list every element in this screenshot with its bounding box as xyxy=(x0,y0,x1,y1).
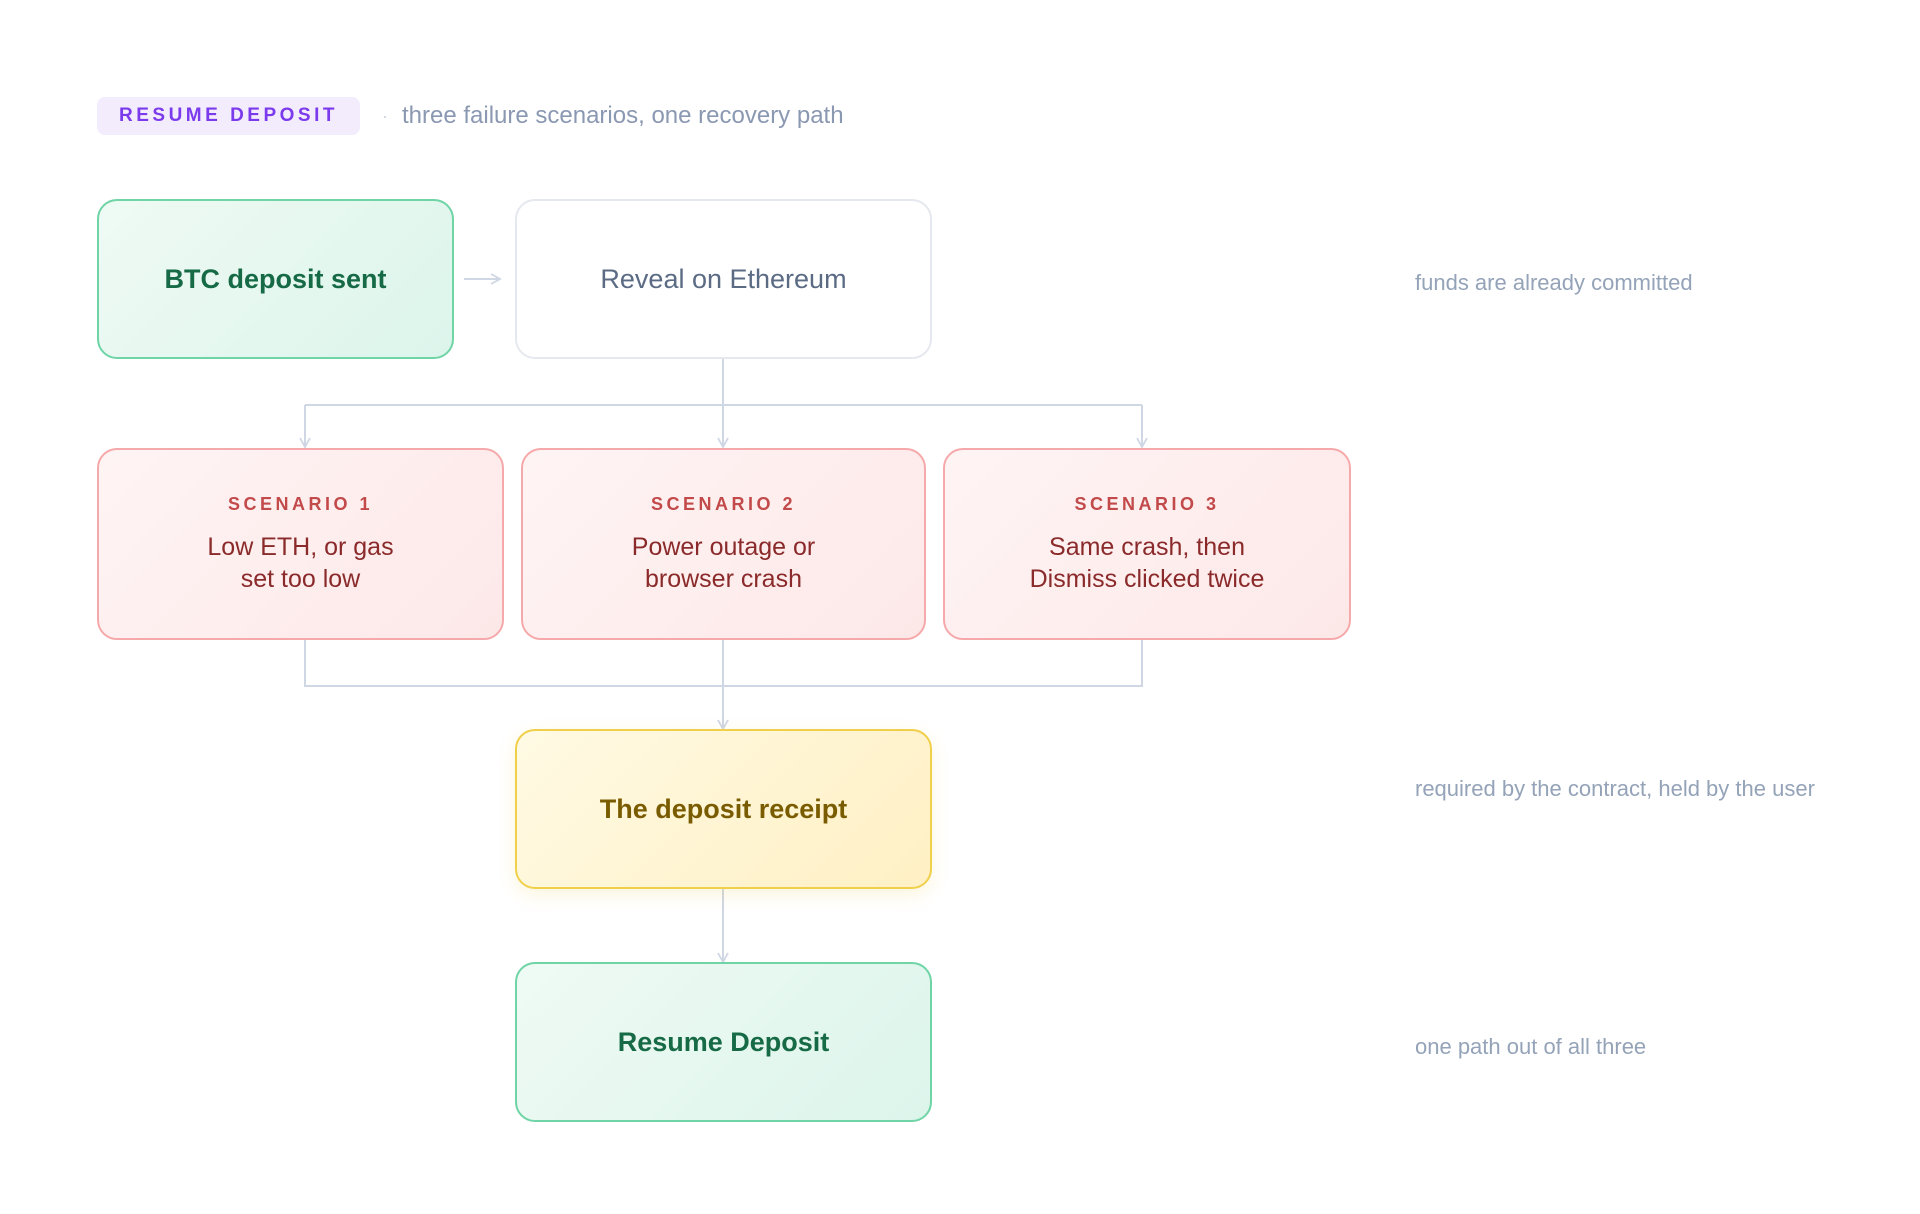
note-one-path: one path out of all three xyxy=(1415,1034,1647,1059)
scenario-text-line-2: set too low xyxy=(240,564,361,593)
scenario-label: SCENARIO 3 xyxy=(1074,493,1220,514)
title-tag: RESUME DEPOSIT xyxy=(97,97,360,135)
note-receipt-required: required by the contract, held by the us… xyxy=(1415,776,1815,801)
node-scenario-1: SCENARIO 1 Low ETH, or gas set too low xyxy=(97,448,504,640)
subtitle: three failure scenarios, one recovery pa… xyxy=(401,102,844,129)
node-scenario-3: SCENARIO 3 Same crash, then Dismiss clic… xyxy=(943,448,1351,640)
node-label: Reveal on Ethereum xyxy=(600,263,847,294)
node-label: Resume Deposit xyxy=(617,1026,830,1057)
note-funds-committed: funds are already committed xyxy=(1415,270,1693,295)
node-btc-deposit-sent: BTC deposit sent xyxy=(97,199,454,359)
scenario-text-line-2: Dismiss clicked twice xyxy=(1029,564,1265,593)
separator-dot: · xyxy=(381,105,388,126)
node-label: The deposit receipt xyxy=(599,793,848,824)
scenario-label: SCENARIO 1 xyxy=(227,493,374,514)
scenario-text-line-2: browser crash xyxy=(645,564,802,593)
node-resume-deposit: Resume Deposit xyxy=(515,962,932,1122)
node-deposit-receipt: The deposit receipt xyxy=(515,729,932,889)
scenario-text-line-1: Same crash, then xyxy=(1049,532,1245,561)
node-label: BTC deposit sent xyxy=(164,263,387,294)
node-reveal-on-ethereum: Reveal on Ethereum xyxy=(515,199,932,359)
diagram-header: RESUME DEPOSIT · three failure scenarios… xyxy=(97,97,844,135)
scenario-text-line-1: Low ETH, or gas xyxy=(207,532,394,561)
scenario-text-line-1: Power outage or xyxy=(631,532,816,561)
scenario-label: SCENARIO 2 xyxy=(650,493,797,514)
node-scenario-2: SCENARIO 2 Power outage or browser crash xyxy=(521,448,926,640)
